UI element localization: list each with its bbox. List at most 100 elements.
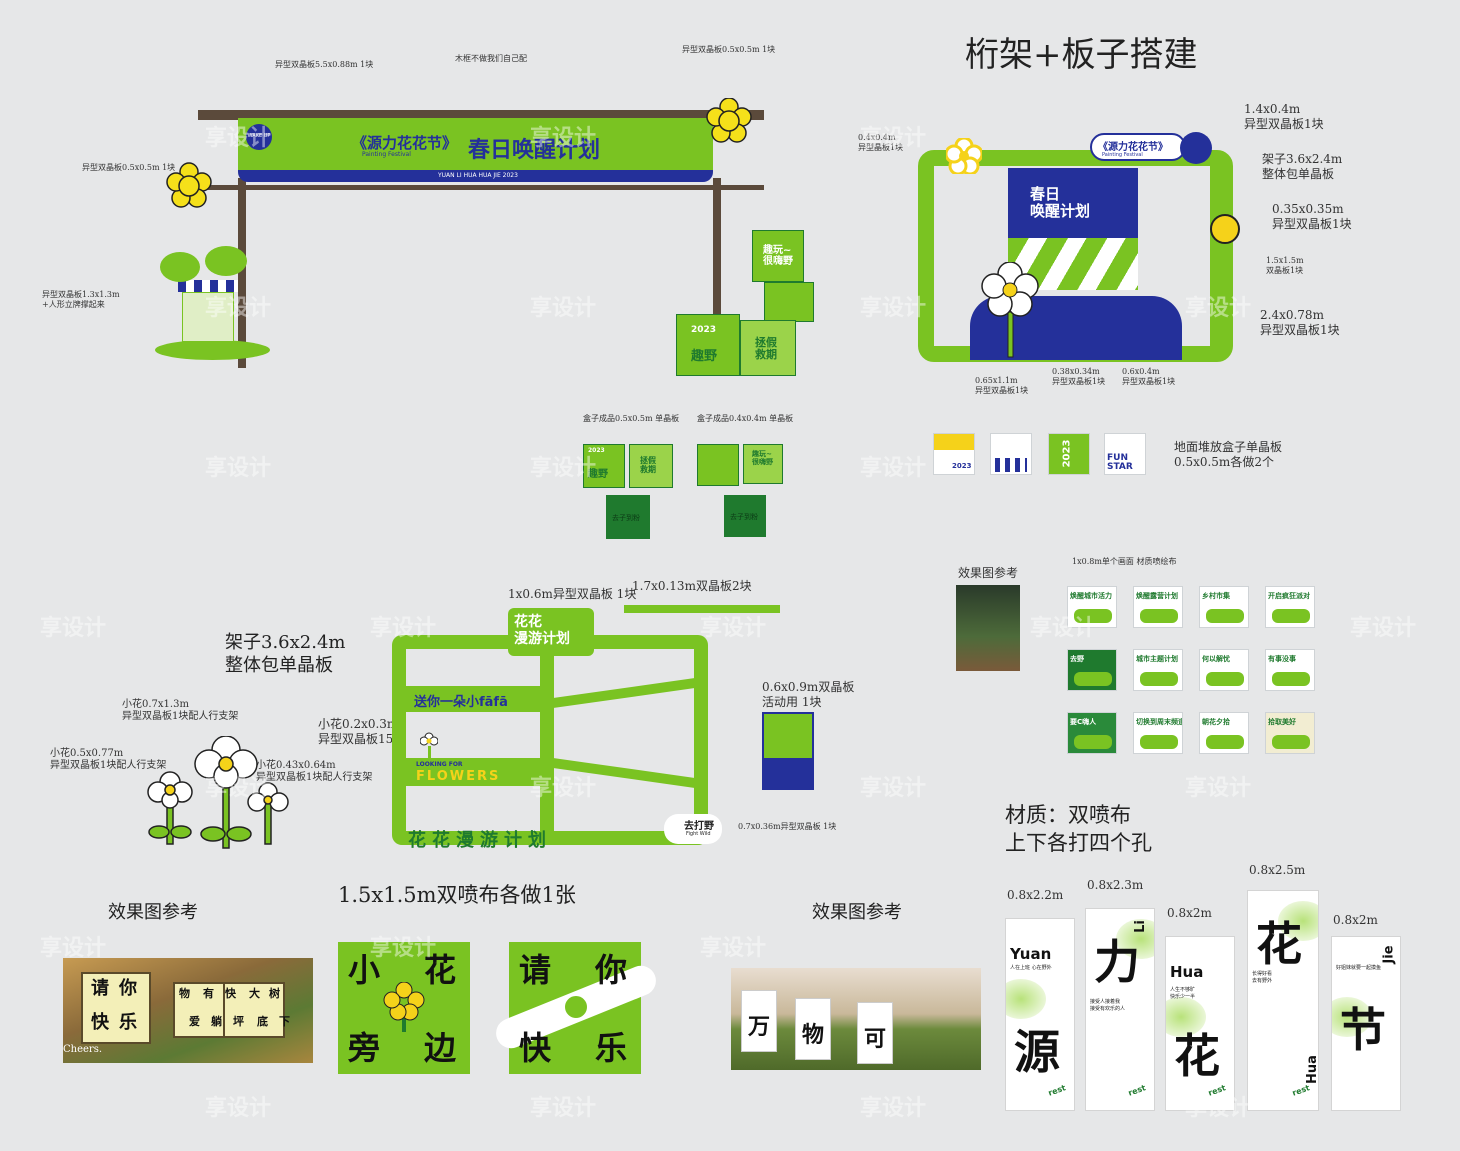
spec-box-3	[697, 444, 739, 486]
watermark: 享设计	[205, 296, 272, 321]
spec-box-bottom-b: 去子到粉	[724, 495, 766, 537]
gallery-tile-text: 焕醒城市活力	[1070, 592, 1112, 600]
watermark: 享设计	[1030, 616, 1097, 641]
photo1-char: 树	[269, 987, 280, 1000]
watermark: 享设计	[1350, 616, 1417, 641]
watermark: 享设计	[370, 616, 437, 641]
ref-label-3: 效果图参考	[812, 902, 902, 923]
gallery-tile: 切换到周末频道	[1133, 712, 1183, 754]
stand-grass	[155, 340, 270, 360]
route-label-bottom: 0.7x0.36m异型双晶板 1块	[738, 822, 837, 831]
banner-brand: 《源力花花节》	[352, 134, 458, 152]
hanging-banner-char: 可	[864, 1027, 887, 1052]
banner-size-label: 0.8x2m	[1333, 913, 1378, 927]
square-poster-b: 请你快乐	[491, 942, 661, 1074]
cluster-label-3: 小花0.43x0.64m 异型双晶板1块配人行支架	[256, 760, 373, 783]
truss-label-6: 0.4x0.4m 异型晶板1块	[858, 133, 904, 152]
gallery-tile-text: 开启疯狂派对	[1268, 592, 1310, 600]
ref-label-2: 效果图参考	[108, 902, 198, 923]
gallery-tile-text: 焕醒露营计划	[1136, 592, 1178, 600]
smile-badge-icon	[1180, 132, 1212, 164]
watermark: 享设计	[860, 776, 927, 801]
hanging-banner-char: 万	[748, 1015, 771, 1040]
route-bottom-text: 花花漫游计划	[408, 830, 552, 851]
spec-box-2: 拯假 救期	[629, 444, 673, 488]
gallery-tile-text: 城市主题计划	[1136, 655, 1178, 663]
eye-icon	[1210, 214, 1240, 244]
gallery-tile: 何以解忧	[1199, 649, 1249, 691]
watermark: 享设计	[530, 126, 597, 151]
ref-photo-3: 万物可	[731, 968, 981, 1070]
hanging-banner: 万	[741, 990, 777, 1052]
floor-box-4: FUN STAR	[1104, 433, 1146, 475]
ref-photo-2: 请你快乐物有快大树爱躺坪底下 Cheers.	[63, 958, 313, 1063]
tree-right	[205, 246, 247, 276]
truss-label-5: 2.4x0.78m 异型双晶板1块	[1260, 308, 1340, 337]
photo1-char: 乐	[119, 1012, 137, 1033]
material-subtitle: 上下各打四个孔	[1005, 831, 1152, 855]
watermark: 享设计	[860, 456, 927, 481]
photo1-char: 快	[225, 987, 236, 1000]
smile-icon	[563, 994, 589, 1020]
box-left: 2023 趣野	[676, 314, 740, 376]
floor-box-1-year: 2023	[952, 462, 972, 470]
watermark: 享设计	[205, 456, 272, 481]
tree-left	[160, 252, 200, 282]
banner-size-label: 0.8x2.3m	[1087, 878, 1144, 892]
watermark: 享设计	[530, 1096, 597, 1121]
gate-label-top2: 木框不做我们自己配	[455, 54, 527, 63]
square-char: 小	[348, 951, 381, 989]
wood-frame-top	[198, 110, 764, 120]
smiley-flower-icon	[166, 162, 212, 208]
banner-sub: Painting Festival	[362, 151, 411, 158]
tiny-flower-icon	[420, 732, 438, 760]
watermark: 享设计	[370, 936, 437, 961]
watermark: 享设计	[1185, 776, 1252, 801]
route-road-v	[540, 640, 554, 840]
square-char: 乐	[595, 1029, 628, 1067]
banner-size-label: 0.8x2.2m	[1007, 888, 1064, 902]
banner-en: Hua	[1304, 1055, 1319, 1084]
truss-label-1: 1.4x0.4m 异型双晶板1块	[1244, 102, 1324, 131]
photo1-char: 大	[249, 987, 260, 1000]
square-char: 快	[519, 1029, 552, 1067]
truss-label-8: 0.38x0.34m 异型双晶板1块	[1052, 367, 1106, 386]
small-flower-icon	[946, 138, 982, 174]
gate-label-left: 异型双晶板0.5x0.5m 1块	[82, 163, 176, 172]
banner-en: Yuan	[1010, 945, 1052, 963]
banner-sub: 接受人接着我 接受有欢乐的人	[1090, 999, 1126, 1012]
gallery-tile: 拾取美好	[1265, 712, 1315, 754]
photo1-char: 坪	[233, 1015, 244, 1028]
cluster-label-1: 小花0.7x1.3m 异型双晶板1块配人行支架	[122, 699, 239, 722]
square-char: 旁	[348, 1029, 381, 1067]
gallery-tile-text: 朝花夕拾	[1202, 718, 1230, 726]
wake-up-badge: WAKE UP	[246, 124, 272, 150]
photo1-char: 请	[91, 978, 109, 999]
photo1-char: 下	[279, 1015, 290, 1028]
route-label-top: 1x0.6m异型双晶板 1块	[508, 587, 637, 601]
photo1-caption: Cheers.	[63, 1044, 103, 1055]
banner-size-label: 0.8x2m	[1167, 906, 1212, 920]
photo1-char: 爱	[189, 1015, 200, 1028]
daisy-cluster-icon	[147, 736, 289, 849]
gallery-tile-text: 有事没事	[1268, 655, 1296, 663]
square-char: 花	[424, 951, 457, 989]
go-wild-sign: 去打野 Fight Wild	[664, 814, 722, 844]
smiley-flower-icon-2	[706, 98, 752, 143]
banner-cn: 花	[1174, 1029, 1220, 1083]
banner-strip: YUAN LI HUA HUA JIE 2023	[238, 170, 713, 182]
banner-cn: 花	[1256, 917, 1302, 971]
banner-cn: 力	[1094, 935, 1140, 989]
banner-strip-text: YUAN LI HUA HUA JIE 2023	[438, 172, 518, 179]
square-char: 请	[519, 951, 552, 989]
truss-label-3: 0.35x0.35m 异型双晶板1块	[1272, 202, 1352, 231]
floor-box-2	[990, 433, 1032, 475]
banner-tag: rest	[1047, 1083, 1067, 1098]
route-label-side: 0.6x0.9m双晶板 活动用 1块	[762, 680, 855, 709]
gallery-tile: 去野	[1067, 649, 1117, 691]
watermark: 享设计	[860, 296, 927, 321]
ref-board	[223, 982, 285, 1038]
cluster-label-2: 小花0.5x0.77m 异型双晶板1块配人行支架	[50, 748, 167, 771]
banner-sub: 人在上班 心在野外	[1010, 965, 1052, 971]
